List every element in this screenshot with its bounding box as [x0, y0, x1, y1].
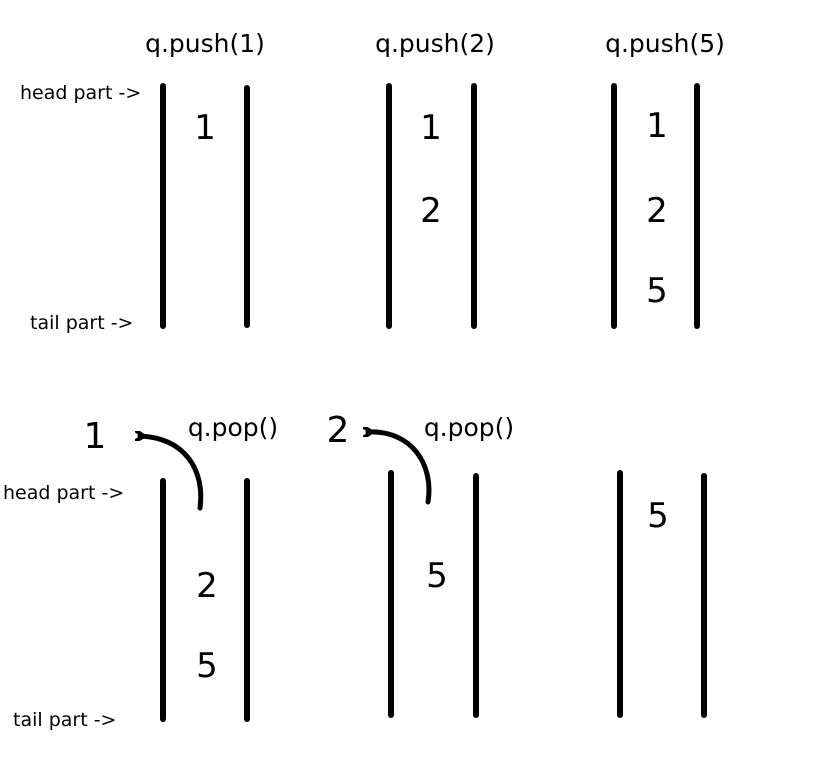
queue-element: 5: [646, 271, 668, 311]
tail-label: tail part ->: [30, 312, 133, 334]
queue-element: 5: [196, 646, 218, 686]
queue-element: 5: [647, 496, 669, 536]
queue-element: 2: [196, 566, 218, 606]
operation-label: q.pop(): [424, 413, 514, 442]
queue-element: 5: [426, 556, 448, 596]
operation-label: q.push(2): [375, 29, 495, 58]
tail-label: tail part ->: [13, 709, 116, 731]
operation-label: q.push(5): [605, 29, 725, 58]
pop-arrow-icon: [140, 436, 204, 511]
pop-arrow-icon: [368, 432, 432, 505]
queue-walls: [160, 83, 707, 722]
queue-element: 1: [194, 108, 216, 148]
popped-value: 2: [327, 410, 350, 451]
queue-element: 1: [420, 108, 442, 148]
queue-element: 1: [646, 106, 668, 146]
queue-element: 2: [646, 191, 668, 231]
head-label: head part ->: [3, 482, 124, 504]
popped-value: 1: [84, 416, 107, 457]
head-label: head part ->: [20, 82, 141, 104]
queue-element: 2: [420, 191, 442, 231]
operation-label: q.push(1): [145, 29, 265, 58]
operation-label: q.pop(): [188, 413, 278, 442]
